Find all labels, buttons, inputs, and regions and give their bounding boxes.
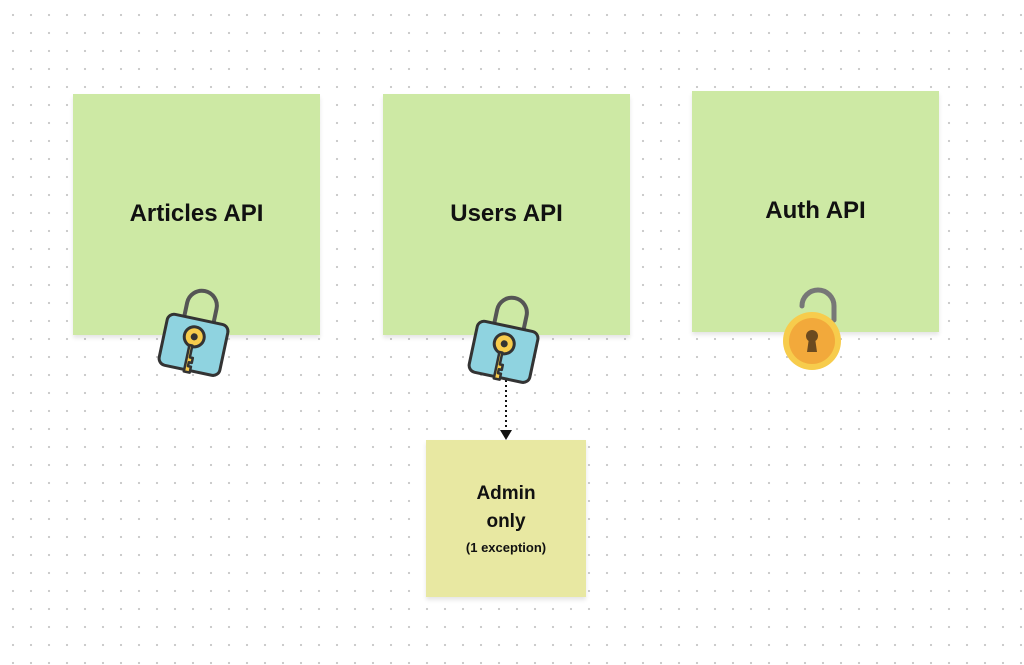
- lock-key-icon: [467, 295, 540, 384]
- admin-note-text: Admin only (1 exception): [426, 480, 586, 555]
- open-padlock-icon: [783, 287, 841, 370]
- lock-key-icon: [157, 288, 230, 377]
- sticky-note-users-api[interactable]: Users API: [383, 94, 630, 335]
- admin-line-1: Admin: [476, 483, 536, 504]
- admin-line-2: only: [486, 511, 526, 532]
- sticky-note-admin-only[interactable]: Admin only (1 exception): [426, 440, 586, 597]
- note-title: Articles API: [129, 200, 264, 227]
- note-title: Users API: [450, 200, 563, 227]
- admin-exception-label: (1 exception): [465, 540, 547, 555]
- note-title: Auth API: [765, 197, 866, 224]
